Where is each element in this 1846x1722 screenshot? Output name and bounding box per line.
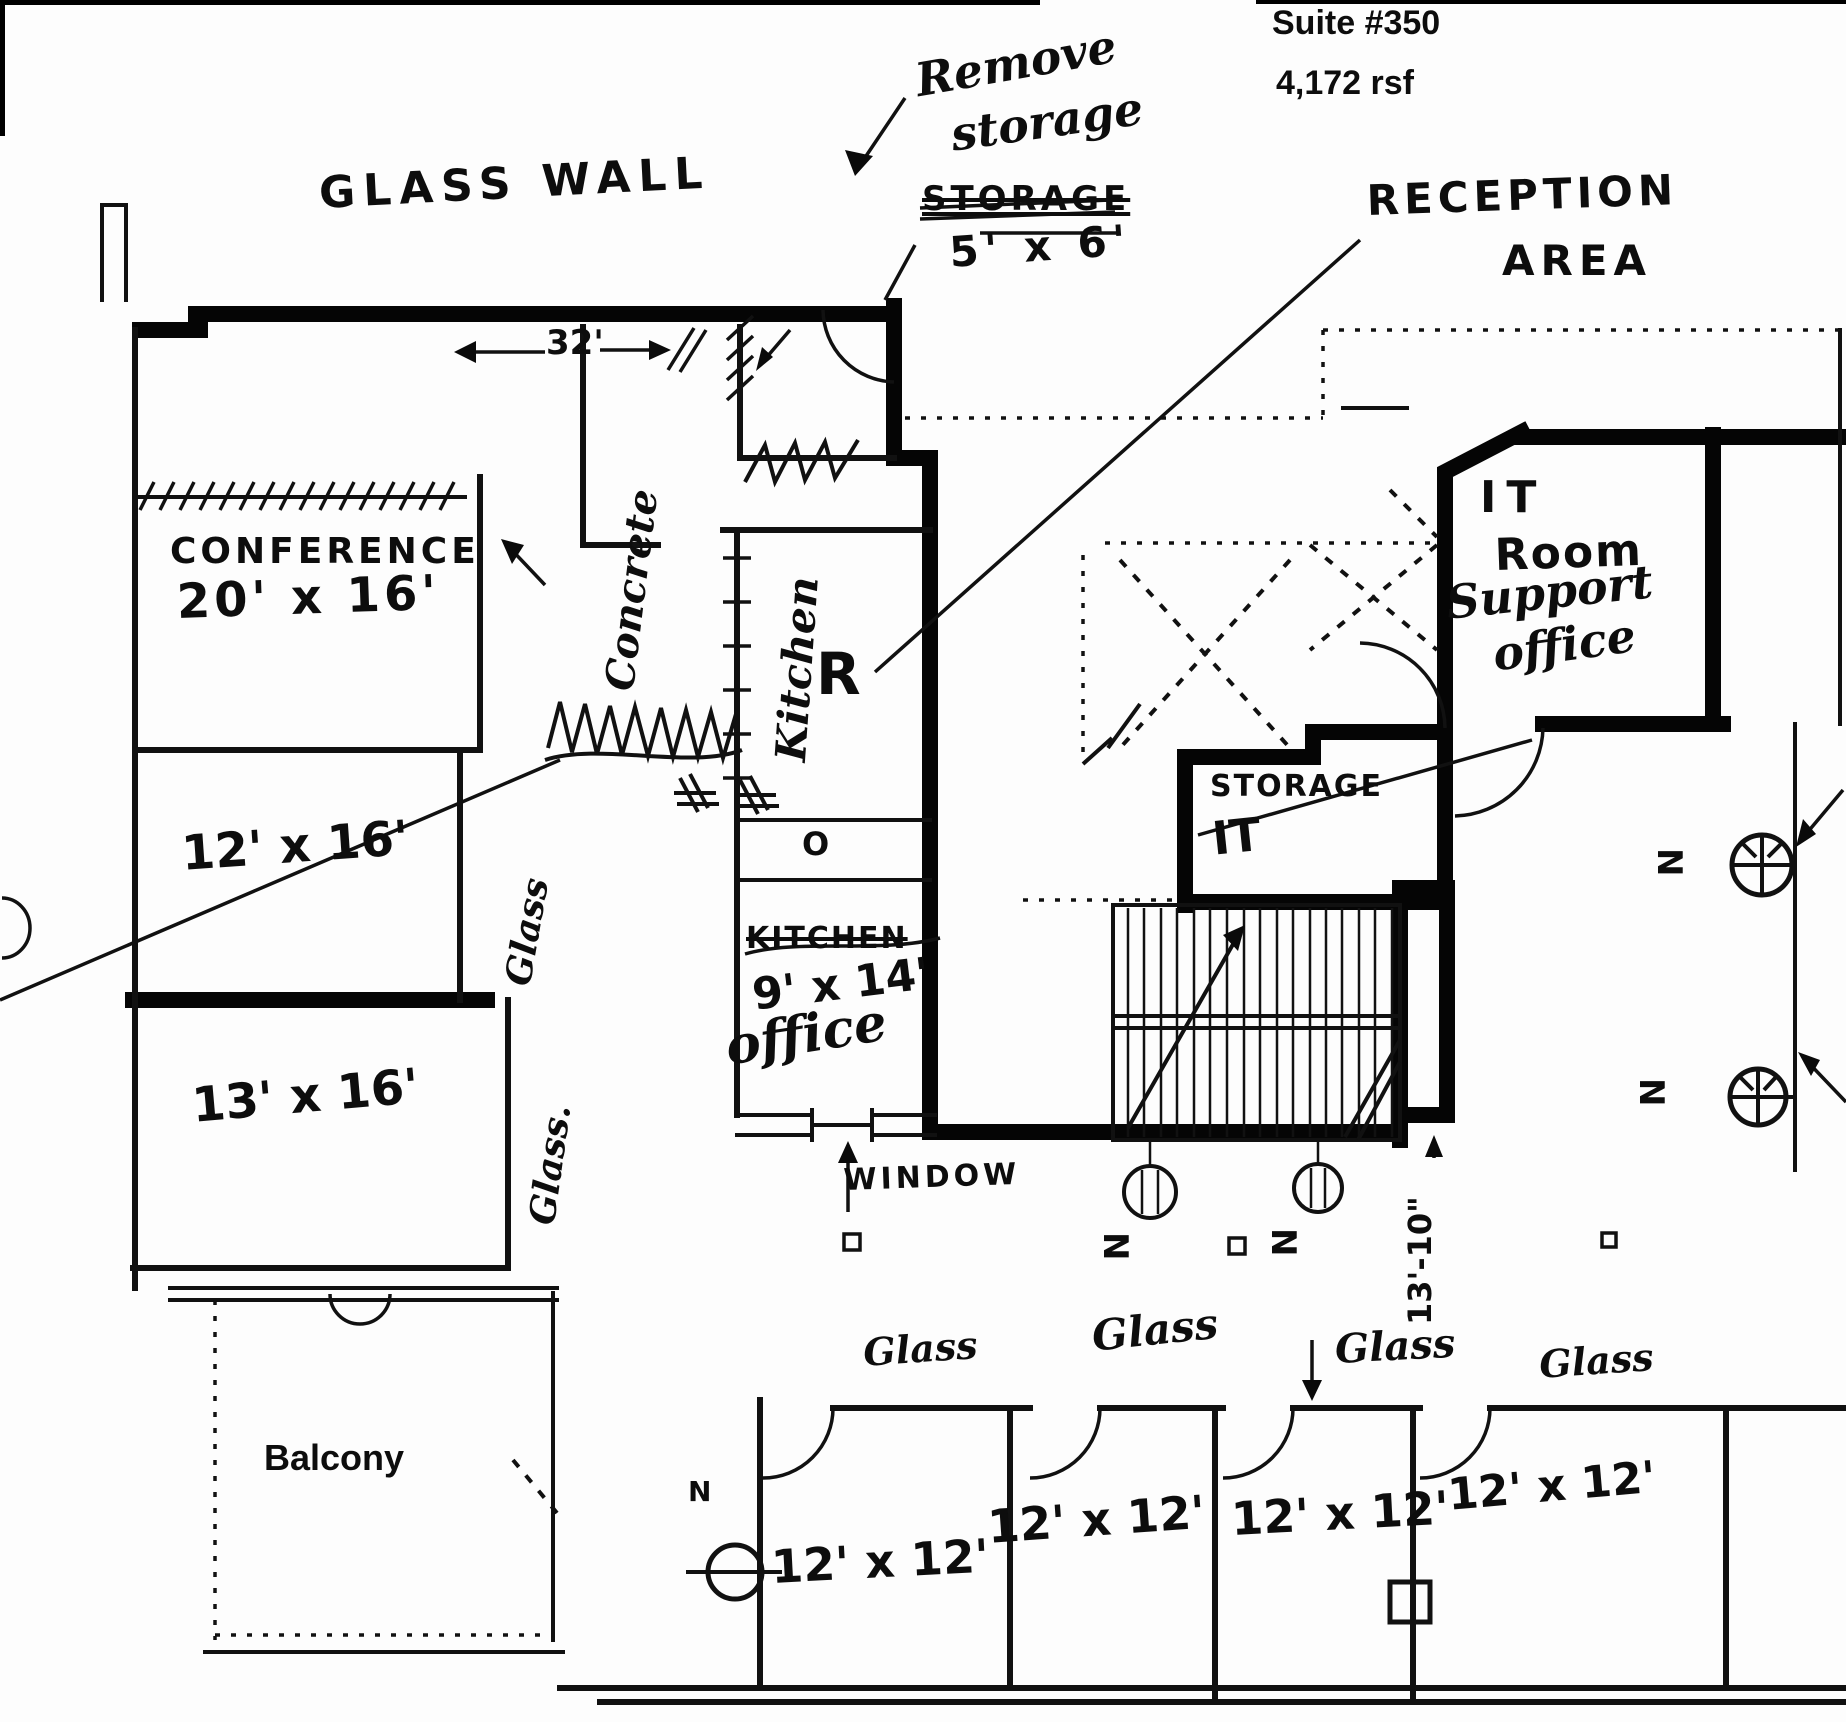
- kitchen-label-struck: KITCHEN: [746, 921, 908, 956]
- column-square-4: [1387, 1579, 1433, 1625]
- reception-note-line1: RECEPTION: [1365, 165, 1679, 225]
- office-bottom-dim-1: 12' x 12': [769, 1528, 991, 1594]
- n-marker-1: N: [1095, 1232, 1135, 1261]
- conference-dim: 20' x 16': [175, 564, 442, 630]
- fixture-symbol-2-lines: [1309, 1140, 1327, 1208]
- check-marks: [1081, 702, 1142, 766]
- office-bottom-dim-3: 12' x 12': [1229, 1480, 1451, 1546]
- stair-shaft: [1111, 903, 1402, 1142]
- glass-bottom-1: Glass: [861, 1322, 979, 1375]
- dim-13-10: 13'-10": [1401, 1196, 1439, 1325]
- reception-r-label: R: [816, 640, 861, 708]
- border-left: [0, 0, 5, 136]
- column-square-2: [1227, 1236, 1247, 1256]
- office-bottom-dim-2: 12' x 12': [985, 1484, 1207, 1554]
- dim-32ft: 32': [546, 323, 604, 363]
- border-top-right: [1256, 0, 1846, 4]
- storage-it-struck: STORAGE: [1210, 769, 1384, 804]
- hatch-marks: [138, 314, 755, 780]
- door-o-label: O: [802, 825, 830, 863]
- n-marker-3: N: [1649, 848, 1689, 877]
- n-marker-5: N: [688, 1475, 712, 1508]
- column-square-3: [1600, 1231, 1618, 1249]
- walls-light: [100, 203, 1842, 1654]
- column-square-1: [842, 1232, 862, 1252]
- window-label: WINDOW: [842, 1156, 1021, 1198]
- reception-note-line2: AREA: [1502, 236, 1653, 285]
- fixture-symbol-2: [1292, 1162, 1344, 1214]
- column-squares: [842, 1231, 1618, 1625]
- it-room-line1: IT: [1480, 472, 1547, 523]
- dotted-lines: [213, 328, 1840, 1640]
- stair-run-line: [1126, 931, 1402, 1141]
- border-top: [0, 0, 1040, 5]
- n-marker-4: N: [1631, 1078, 1671, 1107]
- stair-treads: [1126, 908, 1394, 1137]
- suite-number: Suite #350: [1272, 4, 1441, 42]
- walls-heavy: [125, 298, 1846, 1148]
- storage-label-struck: STORAGE: [922, 179, 1131, 219]
- keynote-symbols: [705, 832, 1795, 1602]
- dashed-x-marks: [511, 488, 1439, 1515]
- fixture-symbol-1-lines: [1140, 1140, 1160, 1214]
- scan-border: [0, 0, 1846, 136]
- balcony-label: Balcony: [264, 1437, 405, 1478]
- glass-bottom-3: Glass: [1333, 1319, 1457, 1373]
- suite-area: 4,172 rsf: [1276, 64, 1414, 102]
- glass-bottom-2: Glass: [1089, 1298, 1221, 1361]
- walls-medium: [130, 324, 1846, 1705]
- door-arcs: [328, 309, 1545, 1480]
- conference-name: CONFERENCE: [170, 531, 480, 572]
- column-grid-symbol-2-lines: [1728, 1067, 1795, 1127]
- glass-bottom-4: Glass: [1537, 1334, 1655, 1387]
- fixture-symbol-1: [1122, 1164, 1178, 1220]
- column-grid-symbol-1-lines: [1730, 833, 1795, 897]
- room-12x16-dim: 12' x 16': [179, 810, 411, 882]
- n-marker-2: N: [1263, 1228, 1303, 1257]
- stairs: [1111, 903, 1402, 1142]
- storage-dim: 5' x 6': [947, 215, 1134, 277]
- keynote-circle-office1: [705, 1542, 765, 1602]
- scribble-marks: [544, 436, 860, 815]
- storage-it-note: IT: [1209, 806, 1264, 866]
- stair-rail: [1115, 1014, 1398, 1030]
